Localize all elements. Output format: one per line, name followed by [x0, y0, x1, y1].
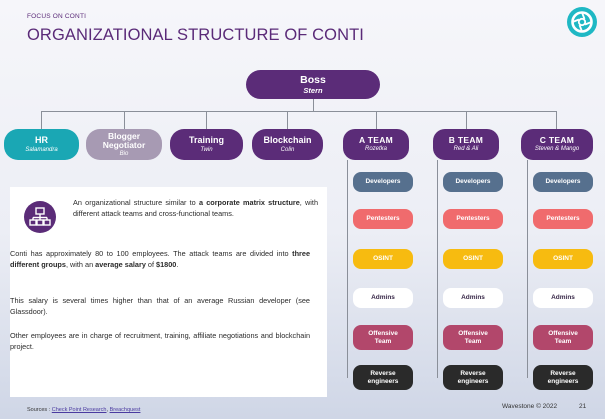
department-name: Blogger Negotiator — [102, 130, 146, 150]
role-reverse-engineers: Reverse engineers — [533, 365, 593, 390]
boss-name: Boss — [300, 73, 326, 86]
boss-alias: Stern — [303, 85, 323, 95]
department-blogger-negotiator: Blogger Negotiator Bio — [86, 129, 162, 160]
department-name: HR — [35, 135, 48, 146]
page-number: 21 — [579, 403, 587, 410]
connector-blockchain — [287, 111, 288, 129]
role-admins: Admins — [533, 288, 593, 308]
team-c: C TEAM Steven & Mango — [521, 129, 593, 160]
connector-a-team — [376, 111, 377, 129]
team-alias: Rozetka — [364, 146, 387, 153]
department-alias: Twin — [200, 146, 213, 153]
role-developers: Developers — [533, 172, 593, 192]
role-pentesters: Pentesters — [353, 209, 413, 229]
connector-training — [206, 111, 207, 129]
footer-brand: Wavestone © 2022 — [502, 403, 558, 410]
department-alias: Salamandra — [25, 146, 58, 153]
description-box: An organizational structure similar to a… — [10, 187, 327, 397]
team-name: C TEAM — [539, 135, 575, 146]
aperture-logo-icon — [567, 7, 597, 37]
description-paragraph-3: This salary is several times higher than… — [10, 296, 310, 316]
sources-separator: , — [106, 407, 110, 413]
connector-blogger — [124, 111, 125, 129]
role-offensive-team: Offensive Team — [353, 325, 413, 350]
department-training: Training Twin — [170, 129, 243, 160]
department-alias: Bio — [119, 150, 129, 157]
connector-horizontal-main — [41, 111, 556, 112]
boss-node: Boss Stern — [246, 70, 380, 99]
role-developers: Developers — [443, 172, 503, 192]
department-hr: HR Salamandra — [4, 129, 79, 160]
team-spine-a — [347, 160, 348, 378]
footer-sources: Sources : Check Point Research, Breachqu… — [27, 407, 140, 413]
role-offensive-team: Offensive Team — [533, 325, 593, 350]
role-reverse-engineers: Reverse engineers — [353, 365, 413, 390]
source-link-check-point[interactable]: Check Point Research — [51, 407, 107, 413]
role-admins: Admins — [353, 288, 413, 308]
description-paragraph-4: Other employees are in charge of recruit… — [10, 331, 310, 351]
role-reverse-engineers: Reverse engineers — [443, 365, 503, 390]
team-name: B TEAM — [448, 135, 484, 146]
role-offensive-team: Offensive Team — [443, 325, 503, 350]
role-developers: Developers — [353, 172, 413, 192]
department-name: Blockchain — [263, 135, 312, 146]
sources-label: Sources : — [27, 407, 52, 413]
kicker: FOCUS ON CONTI — [27, 13, 87, 20]
role-osint: OSINT — [443, 249, 503, 269]
team-spine-b — [437, 160, 438, 378]
connector-hr — [41, 111, 42, 129]
role-osint: OSINT — [353, 249, 413, 269]
connector-b-team — [466, 111, 467, 129]
department-blockchain: Blockchain Colin — [252, 129, 323, 160]
role-pentesters: Pentesters — [443, 209, 503, 229]
role-pentesters: Pentesters — [533, 209, 593, 229]
description-paragraph-2: Conti has approximately 80 to 100 employ… — [10, 249, 310, 269]
team-name: A TEAM — [358, 135, 394, 146]
team-a: A TEAM Rozetka — [343, 129, 409, 160]
connector-boss-down — [313, 99, 314, 111]
team-spine-c — [527, 160, 528, 378]
org-chart-icon — [24, 201, 56, 233]
department-alias: Colin — [280, 146, 295, 153]
connector-c-team — [556, 111, 557, 129]
role-admins: Admins — [443, 288, 503, 308]
source-link-breachquest[interactable]: Breachquest — [109, 407, 141, 413]
team-alias: Red & Ali — [453, 146, 479, 153]
team-b: B TEAM Red & Ali — [433, 129, 499, 160]
team-alias: Steven & Mango — [534, 146, 580, 153]
role-osint: OSINT — [533, 249, 593, 269]
description-paragraph-1: An organizational structure similar to a… — [73, 198, 319, 218]
page-title: ORGANIZATIONAL STRUCTURE OF CONTI — [27, 26, 364, 44]
department-name: Training — [188, 135, 224, 146]
